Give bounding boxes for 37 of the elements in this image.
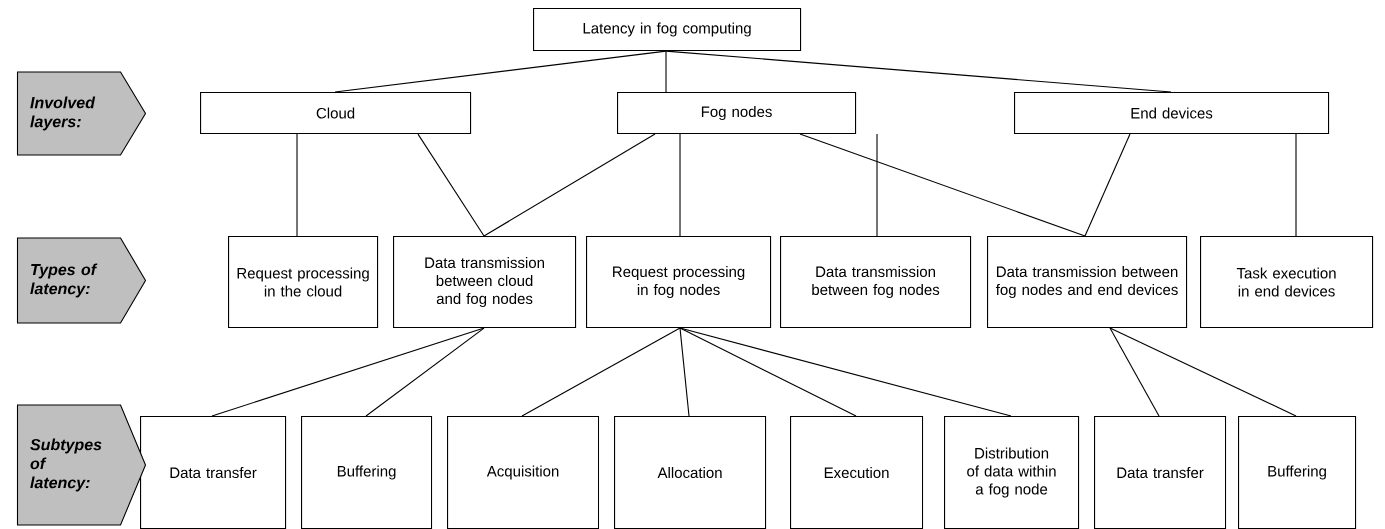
connector-line xyxy=(1109,327,1297,417)
connector-line xyxy=(1084,133,1131,237)
connector-line xyxy=(799,133,1086,237)
connector-line xyxy=(1295,133,1297,237)
connector-line xyxy=(334,50,667,93)
connector-line xyxy=(1109,327,1160,417)
connector-line xyxy=(876,133,878,237)
connector-line xyxy=(211,327,485,417)
subtype-box: Distribution of data within a fog node xyxy=(944,416,1080,529)
layer-box: Fog nodes xyxy=(617,92,857,135)
root-box: Latency in fog computing xyxy=(533,8,802,52)
subtype-box: Allocation xyxy=(614,416,767,529)
connector-line xyxy=(296,133,298,237)
subtype-box: Buffering xyxy=(1238,416,1357,529)
subtype-box: Data transfer xyxy=(140,416,287,529)
connector-line xyxy=(665,50,667,93)
connector-line xyxy=(665,50,1172,93)
subtype-box: Execution xyxy=(790,416,924,529)
subtype-box: Data transfer xyxy=(1094,416,1227,529)
layer-box: Cloud xyxy=(200,92,472,135)
latency-type-box: Data transmission between fog nodes and end devices xyxy=(987,236,1188,329)
latency-type-box: Request processing in fog nodes xyxy=(586,236,772,329)
subtype-box: Acquisition xyxy=(447,416,600,529)
connector-line xyxy=(417,133,485,237)
connector-line xyxy=(483,133,656,237)
layer-box: End devices xyxy=(1014,92,1330,135)
connector-line xyxy=(679,133,681,237)
latency-type-box: Task execution in end devices xyxy=(1200,236,1374,329)
connector-line xyxy=(521,327,681,417)
latency-type-box: Data transmission between fog nodes xyxy=(780,236,972,329)
connector-line xyxy=(365,327,485,417)
connector-line xyxy=(679,327,690,417)
connector-line xyxy=(679,327,1012,417)
latency-type-box: Data transmission between cloud and fog nodes xyxy=(393,236,577,329)
connector-line xyxy=(679,327,857,417)
subtype-box: Buffering xyxy=(301,416,433,529)
latency-type-box: Request processing in the cloud xyxy=(228,236,379,329)
